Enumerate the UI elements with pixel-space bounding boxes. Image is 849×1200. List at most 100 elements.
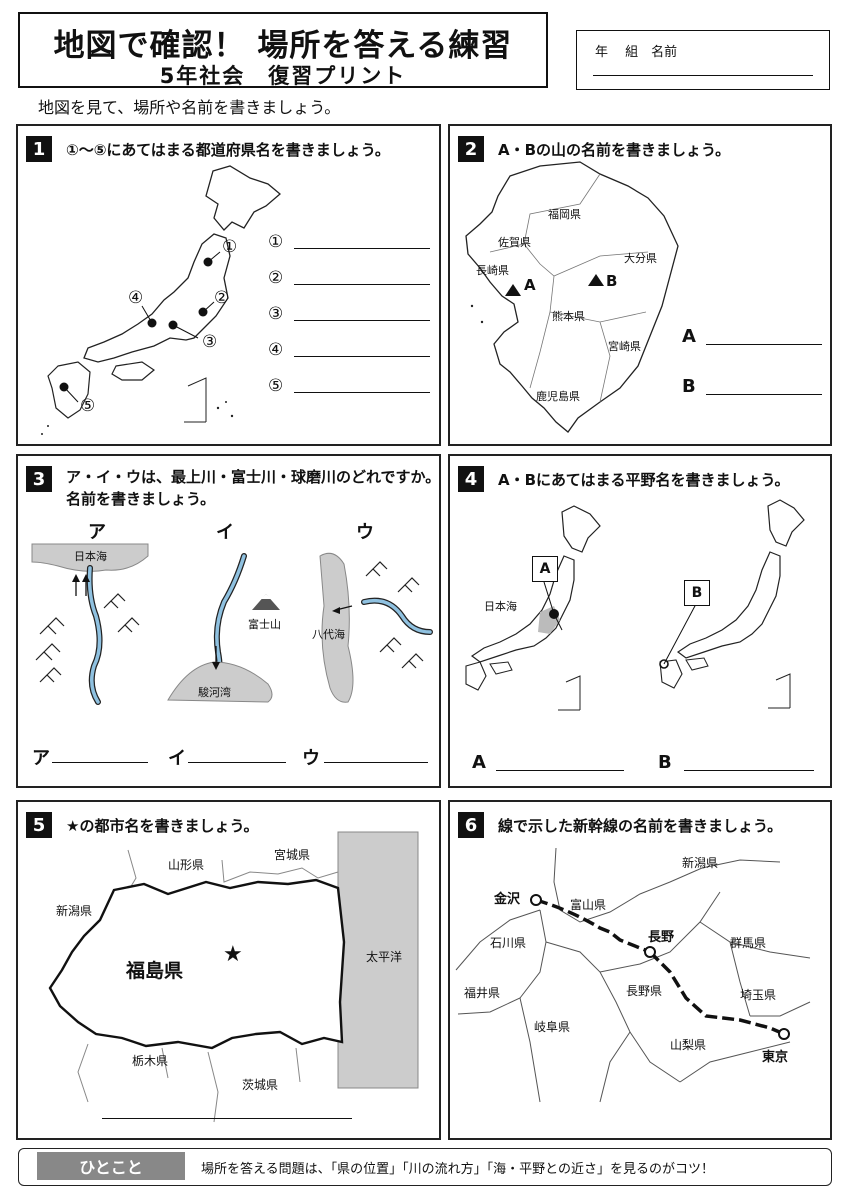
question-number: 6: [458, 812, 484, 838]
answer-label-1: ①: [268, 232, 284, 252]
instruction: 地図を見て、場所や名前を書きましょう。: [38, 98, 341, 117]
mountain-b-marker: B: [606, 272, 618, 290]
label-ishikawa: 石川県: [490, 936, 527, 950]
answer-line-3[interactable]: [294, 320, 430, 321]
fukushima-map: [48, 831, 419, 1123]
star-icon: ★: [223, 942, 243, 967]
label-nagasaki: 長崎県: [476, 264, 509, 277]
label-fukuoka: 福岡県: [548, 208, 581, 221]
label-kagoshima: 鹿児島県: [536, 390, 580, 403]
label-suruga-bay: 駿河湾: [198, 686, 231, 699]
label-ibaraki: 茨城県: [242, 1078, 279, 1092]
rivers-map: [31, 543, 433, 705]
answer-label-u: ウ: [302, 748, 320, 769]
tip-footer: ひとこと 場所を答える問題は、「県の位置」「川の流れ方」「海・平野との近さ」を見…: [18, 1148, 832, 1186]
question-number: 1: [26, 136, 52, 162]
question-number: 4: [458, 466, 484, 492]
answer-line-a[interactable]: [706, 344, 822, 345]
answer-line-5[interactable]: [294, 392, 430, 393]
marker-1: ①: [222, 237, 238, 257]
label-gifu: 岐阜県: [534, 1020, 571, 1034]
question-text: A・Bの山の名前を書きましょう。: [498, 141, 731, 159]
answer-line-b[interactable]: [706, 394, 822, 395]
answer-label-2: ②: [268, 268, 284, 288]
question-text: 線で示した新幹線の名前を書きましょう。: [498, 817, 783, 835]
page-subtitle: 5年社会 復習プリント: [159, 64, 407, 88]
question-text: ①～⑤にあてはまる都道府県名を書きましょう。: [66, 141, 390, 159]
tip-tag: ひとこと: [37, 1152, 185, 1180]
marker-4: ④: [128, 288, 144, 308]
label-niigata: 新潟県: [682, 856, 719, 870]
page-title: 地図で確認！ 場所を答える練習: [53, 28, 513, 64]
map-label-u: ウ: [356, 522, 374, 543]
kyushu-map: [465, 161, 679, 433]
question-1-panel: 1 ①～⑤にあてはまる都道府県名を書きましょう。 ① ② ③ ④ ⑤ ① ② ③…: [16, 124, 441, 446]
question-5-panel: 5 ★の都市名を書きましょう。 山形県 宮城県 新潟県 福島県 ★ 太平洋 栃木…: [16, 800, 441, 1140]
plains-maps: [465, 499, 805, 711]
answer-line[interactable]: [102, 1118, 352, 1119]
label-miyazaki: 宮崎県: [608, 340, 641, 353]
question-6-panel: 6 線で示した新幹線の名前を書きましょう。 新潟県 富山県 石川県 群馬県 福井…: [448, 800, 832, 1140]
mountain-a-marker: A: [524, 276, 536, 294]
question-text: A・Bにあてはまる平野名を書きましょう。: [498, 471, 790, 489]
answer-label-3: ③: [268, 304, 284, 324]
city-kanazawa: 金沢: [494, 892, 521, 907]
question-text: ★の都市名を書きましょう。: [66, 817, 259, 835]
label-fukushima: 福島県: [126, 960, 184, 982]
answer-line-i[interactable]: [188, 762, 286, 763]
answer-line-2[interactable]: [294, 284, 430, 285]
label-mt-fuji: 富士山: [248, 618, 281, 631]
label-niigata: 新潟県: [56, 904, 93, 918]
label-saga: 佐賀県: [498, 236, 531, 249]
answer-line-a[interactable]: [496, 770, 624, 771]
answer-line-1[interactable]: [294, 248, 430, 249]
label-yamagata: 山形県: [168, 858, 205, 872]
map-label-a: ア: [88, 522, 106, 543]
label-pacific-ocean: 太平洋: [366, 950, 403, 964]
answer-line-b[interactable]: [684, 770, 814, 771]
title-box: 地図で確認！ 場所を答える練習 5年社会 復習プリント: [18, 12, 548, 88]
answer-line-u[interactable]: [324, 762, 428, 763]
label-sea-japan: 日本海: [484, 600, 517, 613]
label-saitama: 埼玉県: [740, 988, 777, 1002]
answer-label-5: ⑤: [268, 376, 284, 396]
tip-text: 場所を答える問題は、「県の位置」「川の流れ方」「海・平野との近さ」を見るのがコツ…: [201, 1162, 714, 1177]
marker-5: ⑤: [80, 396, 96, 416]
plain-b-marker: B: [684, 580, 710, 606]
japan-map: [41, 165, 282, 435]
label-tochigi: 栃木県: [132, 1054, 169, 1068]
label-sea-japan: 日本海: [74, 550, 107, 563]
answer-label-4: ④: [268, 340, 284, 360]
marker-3: ③: [202, 332, 218, 352]
name-input-line[interactable]: [593, 75, 813, 76]
answer-label-a: A: [472, 752, 486, 773]
question-4-panel: 4 A・Bにあてはまる平野名を書きましょう。 A B 日本海 A B: [448, 454, 832, 788]
answer-label-a: ア: [32, 748, 50, 769]
question-number: 5: [26, 812, 52, 838]
label-kumamoto: 熊本県: [552, 310, 585, 323]
answer-label-b: B: [658, 752, 672, 773]
city-nagano: 長野: [648, 930, 675, 945]
label-gunma: 群馬県: [730, 936, 767, 950]
marker-2: ②: [214, 288, 230, 308]
answer-label-b: B: [682, 376, 696, 397]
label-oita: 大分県: [624, 252, 657, 265]
question-3-panel: 3 ア・イ・ウは、最上川・富士川・球磨川のどれですか。 名前を書きましょう。 ア…: [16, 454, 441, 788]
question-text-line1: ア・イ・ウは、最上川・富士川・球磨川のどれですか。: [66, 468, 441, 486]
label-toyama: 富山県: [570, 898, 607, 912]
plain-a-marker: A: [532, 556, 558, 582]
answer-line-4[interactable]: [294, 356, 430, 357]
question-number: 3: [26, 466, 52, 492]
question-2-panel: 2 A・Bの山の名前を書きましょう。 福岡県 佐賀県 長崎県 大分県 熊本県 宮…: [448, 124, 832, 446]
map-label-i: イ: [216, 522, 234, 543]
label-miyagi: 宮城県: [274, 848, 311, 862]
answer-line-a[interactable]: [52, 762, 148, 763]
label-fukui: 福井県: [464, 986, 501, 1000]
shinkansen-map: [455, 847, 811, 1103]
answer-label-i: イ: [168, 748, 186, 769]
city-tokyo: 東京: [762, 1050, 789, 1065]
label-yatsushiro-sea: 八代海: [312, 628, 345, 641]
question-text-line2: 名前を書きましょう。: [66, 490, 216, 508]
answer-label-a: A: [682, 326, 696, 347]
name-box: 年 組 名前: [576, 30, 830, 90]
